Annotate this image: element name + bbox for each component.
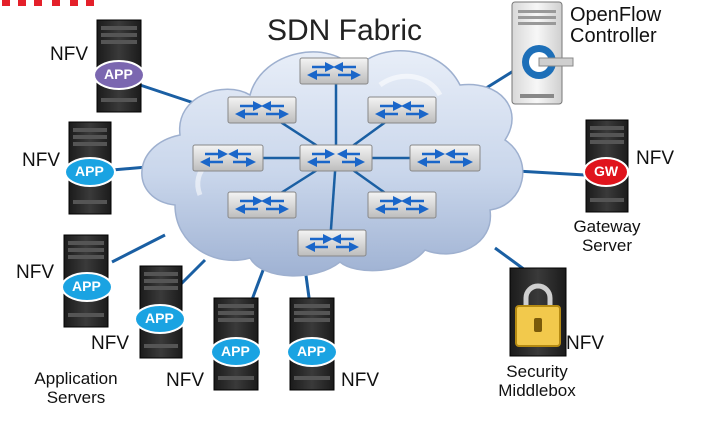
- nfv-label: NFV: [16, 262, 54, 283]
- app-badge-text: APP: [221, 343, 250, 359]
- switch-icon: [367, 191, 437, 219]
- nfv-label: NFV: [166, 370, 204, 391]
- app-badge: [286, 337, 338, 367]
- switch-icon: [409, 144, 481, 172]
- diagram-title: SDN Fabric: [267, 14, 423, 47]
- security-caption-line1: Security: [506, 362, 568, 381]
- link-line: [111, 233, 166, 264]
- gw-badge-text: GW: [594, 163, 619, 179]
- switch-icon: [299, 144, 373, 172]
- lock-icon: [515, 283, 561, 347]
- switch-icon: [297, 229, 367, 257]
- gateway-caption-line2: Server: [581, 236, 633, 255]
- controller-icon: [511, 1, 574, 105]
- app-badge: [93, 60, 145, 90]
- nfv-label: NFV: [91, 333, 129, 354]
- switch-icon: [367, 96, 437, 124]
- security-caption-line2: Middlebox: [498, 381, 576, 400]
- app-badge: [64, 157, 116, 187]
- app-badge: [210, 337, 262, 367]
- nfv-label: NFV: [50, 44, 88, 65]
- app-badge-text: APP: [72, 278, 101, 294]
- switch-icon: [227, 96, 297, 124]
- app-badge: [134, 304, 186, 334]
- gateway-nfv-label: NFV: [636, 148, 674, 169]
- nfv-label: NFV: [341, 370, 379, 391]
- switch-icon: [192, 144, 264, 172]
- app-servers-caption-line1: Application: [34, 369, 118, 388]
- app-badge-text: APP: [104, 66, 133, 82]
- top-red-mark: [0, 0, 96, 7]
- app-badge: [61, 272, 113, 302]
- app-servers-caption-line2: Servers: [46, 388, 106, 407]
- controller-label-line1: OpenFlow: [570, 4, 662, 26]
- app-badge-text: APP: [145, 310, 174, 326]
- gateway-caption-line1: Gateway: [573, 217, 641, 236]
- app-badge-text: APP: [75, 163, 104, 179]
- link-line: [494, 246, 526, 272]
- app-badge-text: APP: [297, 343, 326, 359]
- security-nfv-label: NFV: [566, 333, 604, 354]
- nfv-label: NFV: [22, 150, 60, 171]
- switch-icon: [227, 191, 297, 219]
- gw-badge: [583, 157, 629, 187]
- switches: [192, 57, 481, 257]
- switch-icon: [299, 57, 369, 85]
- controller-label-line2: Controller: [570, 25, 657, 47]
